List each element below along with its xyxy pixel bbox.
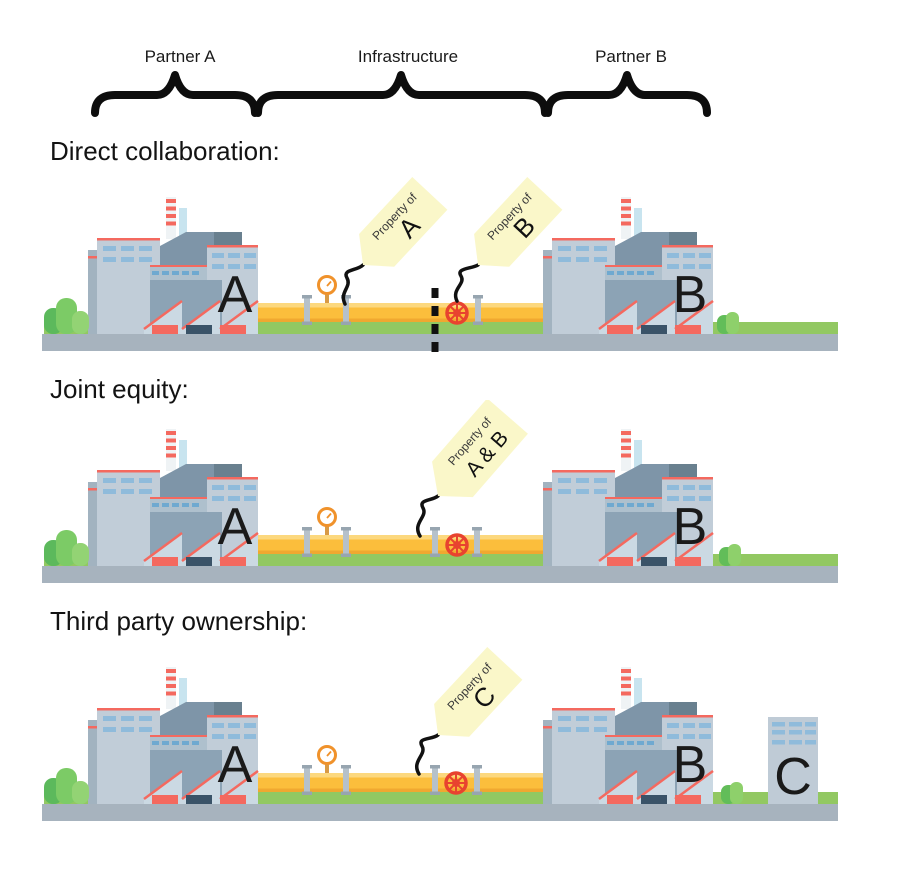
heading-joint-equity: Joint equity: — [50, 374, 189, 404]
valve-icon — [444, 771, 468, 795]
ground — [42, 334, 838, 351]
valve-icon — [445, 301, 469, 325]
brace-infrastructure — [254, 71, 549, 117]
tag-string — [416, 494, 440, 538]
property-tag-a: Property of A — [345, 176, 448, 282]
factory-letter: A — [218, 736, 253, 794]
factory-a: A — [86, 195, 260, 336]
factory-letter: A — [218, 266, 253, 324]
property-tag-a-and-b: Property of A & B — [417, 400, 528, 514]
building-c: C — [768, 717, 818, 806]
factory-a: A — [86, 665, 260, 806]
valve-icon — [445, 533, 469, 557]
gauge-icon — [317, 507, 337, 537]
brace-label-infrastructure: Infrastructure — [357, 47, 459, 66]
gauge-icon — [317, 745, 337, 775]
scene-direct-collaboration: A B Property of A Property of B — [42, 176, 838, 355]
factory-letter: A — [218, 498, 253, 556]
braces-row — [91, 71, 711, 117]
brace-label-partner-b: Partner B — [595, 47, 667, 66]
ground — [42, 804, 838, 821]
factory-b: B — [541, 665, 715, 806]
heading-third-party-ownership: Third party ownership: — [50, 606, 308, 636]
gauge-icon — [317, 275, 337, 305]
bushes-left — [44, 768, 89, 804]
pipeline — [250, 303, 550, 322]
bushes-left — [44, 298, 89, 334]
bushes-left — [44, 530, 89, 566]
pipeline — [250, 773, 550, 792]
tag-string — [453, 263, 480, 303]
factory-a: A — [86, 427, 260, 568]
brace-partner-a — [91, 71, 259, 117]
factory-b: B — [541, 195, 715, 336]
factory-letter: B — [673, 736, 708, 794]
tag-string — [341, 263, 365, 306]
factory-letter: B — [673, 266, 708, 324]
brace-label-partner-a: Partner A — [144, 47, 216, 66]
building-c-letter: C — [774, 748, 812, 806]
bushes-right — [719, 544, 741, 566]
bush-between-b-and-c — [721, 782, 743, 804]
bushes-right — [717, 312, 739, 334]
factory-b: B — [541, 427, 715, 568]
ground — [42, 566, 838, 583]
tag-string — [415, 733, 440, 776]
pipeline — [250, 535, 550, 554]
brace-partner-b — [544, 71, 711, 117]
scene-third-party-ownership: A B C Property of C — [42, 646, 838, 821]
factory-letter: B — [673, 498, 708, 556]
heading-direct-collaboration: Direct collaboration: — [50, 136, 280, 166]
scene-joint-equity: A B Property of A & B — [42, 400, 838, 583]
